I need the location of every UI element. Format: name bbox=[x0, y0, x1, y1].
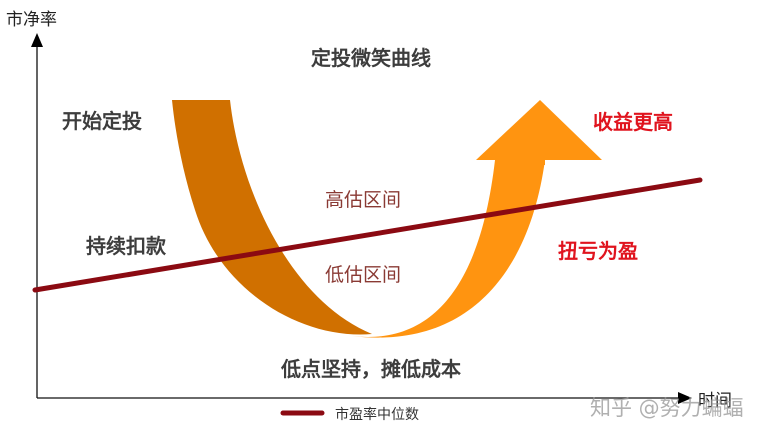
x-axis-label: 时间 bbox=[698, 391, 732, 411]
x-axis-arrow-icon bbox=[678, 392, 692, 404]
up-arrow-icon bbox=[476, 100, 602, 160]
pe-median-line bbox=[32, 177, 703, 293]
label-higher: 收益更高 bbox=[593, 110, 673, 134]
y-axis-arrow-icon bbox=[31, 33, 43, 47]
label-high-zone: 高估区间 bbox=[325, 189, 402, 211]
label-bottom: 低点坚持，摊低成本 bbox=[281, 357, 461, 381]
y-axis-label: 市净率 bbox=[6, 10, 57, 30]
watermark: 知乎 @努力蝙蝠 bbox=[590, 396, 744, 420]
label-start: 开始定投 bbox=[62, 109, 142, 133]
label-continue: 持续扣款 bbox=[86, 234, 166, 258]
smile-curve bbox=[172, 100, 602, 338]
label-turnaround: 扭亏为盈 bbox=[558, 239, 638, 263]
diagram-title: 定投微笑曲线 bbox=[311, 46, 431, 70]
label-low-zone: 低估区间 bbox=[325, 264, 402, 286]
legend-label: 市盈率中位数 bbox=[335, 407, 419, 423]
